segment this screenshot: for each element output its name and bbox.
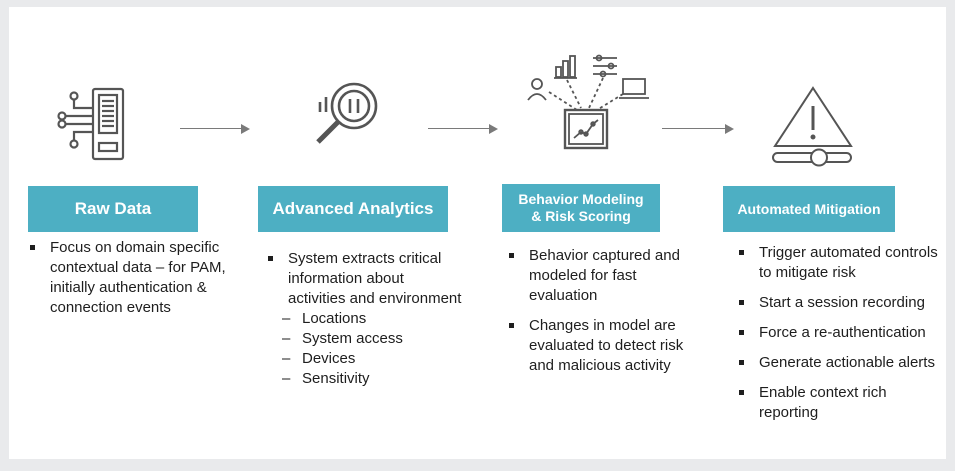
bullet-text: Trigger automated controls to mitigate r… bbox=[759, 244, 938, 281]
sub-item: Locations bbox=[262, 309, 462, 329]
bullet-item: Start a session recording bbox=[733, 293, 938, 313]
bullet-item: Enable context rich reporting bbox=[733, 383, 938, 423]
stage-header-advanced-analytics: Advanced Analytics bbox=[258, 186, 448, 232]
stage-header-behavior-modeling: Behavior Modeling & Risk Scoring bbox=[502, 184, 660, 232]
server-data-icon bbox=[57, 87, 125, 161]
stage-title: Raw Data bbox=[74, 198, 152, 218]
stage-title-line: & Risk Scoring bbox=[531, 208, 631, 224]
stage-title: Advanced Analytics bbox=[272, 198, 434, 218]
sub-item: Devices bbox=[262, 349, 462, 369]
sub-item: Sensitivity bbox=[262, 369, 462, 389]
bullet-text: System extracts critical information abo… bbox=[288, 250, 462, 307]
bullet-text: Enable context rich reporting bbox=[759, 384, 887, 421]
bullet-text: Force a re-authentication bbox=[759, 324, 926, 341]
behavior-model-icon bbox=[527, 54, 649, 150]
bullet-item: Focus on domain specific contextual data… bbox=[24, 238, 234, 318]
stage-title-line: Behavior Modeling bbox=[518, 191, 644, 208]
magnifier-analytics-icon bbox=[316, 82, 378, 144]
analytics-bullets: System extracts critical information abo… bbox=[262, 249, 462, 389]
mitigation-bullets: Trigger automated controls to mitigate r… bbox=[733, 243, 938, 423]
flow-arrow-3 bbox=[662, 123, 734, 135]
behavior-bullets: Behavior captured and modeled for fast e… bbox=[503, 246, 703, 376]
diagram-panel bbox=[9, 7, 946, 459]
flow-arrow-2 bbox=[428, 123, 498, 135]
sub-list: Locations System access Devices Sensitiv… bbox=[262, 309, 462, 389]
bullet-item: System extracts critical information abo… bbox=[262, 249, 462, 389]
flow-arrow-1 bbox=[180, 123, 250, 135]
stage-header-raw-data: Raw Data bbox=[28, 186, 198, 232]
bullet-item: Behavior captured and modeled for fast e… bbox=[503, 246, 703, 306]
warning-triangle-icon bbox=[772, 86, 853, 167]
bullet-text: Behavior captured and modeled for fast e… bbox=[529, 247, 680, 304]
bullet-item: Trigger automated controls to mitigate r… bbox=[733, 243, 938, 283]
stage-title: Automated Mitigation bbox=[737, 200, 881, 217]
raw-data-bullets: Focus on domain specific contextual data… bbox=[24, 238, 234, 318]
bullet-item: Force a re-authentication bbox=[733, 323, 938, 343]
bullet-item: Generate actionable alerts bbox=[733, 353, 938, 373]
bullet-text: Changes in model are evaluated to detect… bbox=[529, 317, 684, 374]
bullet-text: Focus on domain specific contextual data… bbox=[50, 239, 226, 316]
bullet-item: Changes in model are evaluated to detect… bbox=[503, 316, 703, 376]
bullet-text: Generate actionable alerts bbox=[759, 354, 935, 371]
stage-header-automated-mitigation: Automated Mitigation bbox=[723, 186, 895, 232]
sub-item: System access bbox=[262, 329, 462, 349]
bullet-text: Start a session recording bbox=[759, 294, 925, 311]
